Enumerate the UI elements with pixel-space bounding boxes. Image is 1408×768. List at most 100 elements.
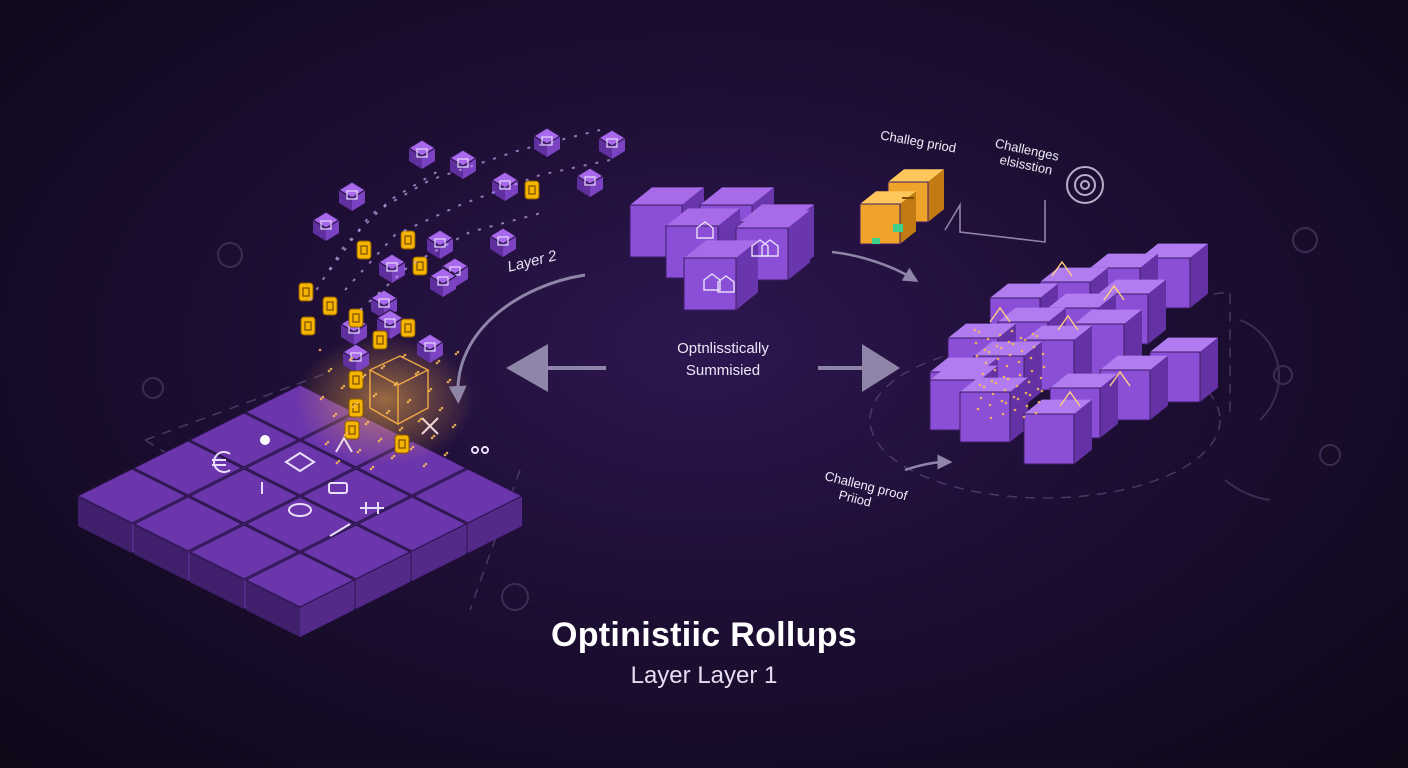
cube-glyph-icon [1051, 260, 1073, 277]
spark [356, 450, 360, 454]
cube-glyph-icon [1109, 370, 1131, 387]
transaction-cube [377, 253, 407, 283]
transaction-cube [575, 167, 605, 197]
spark [398, 428, 402, 432]
spark [986, 337, 990, 341]
spark [406, 400, 410, 404]
box-indicator [872, 238, 880, 244]
spark [1039, 376, 1043, 380]
spark [984, 361, 988, 365]
spark [1040, 389, 1044, 393]
spark [335, 461, 339, 465]
center-label: Optnlisstically Summisied [648, 338, 798, 382]
spark [974, 341, 978, 345]
page-subtitle: Layer Layer 1 [630, 662, 778, 689]
spark [998, 333, 1002, 337]
page-title: Optinistiic Rollups [550, 616, 858, 654]
spark [977, 330, 981, 334]
spark [453, 423, 457, 427]
spark [454, 352, 458, 356]
token-icon [356, 240, 372, 260]
challenge-connector [944, 200, 1046, 243]
spark [988, 403, 992, 407]
transaction-cube [448, 149, 478, 179]
cube-glyph-icon [1059, 390, 1081, 407]
cube-glyph-icon [751, 239, 769, 257]
spark [429, 387, 433, 391]
spark [1032, 345, 1036, 349]
spark [1027, 380, 1031, 384]
spark [419, 417, 423, 421]
spark [448, 378, 452, 382]
spark [438, 408, 442, 412]
token-icon [300, 316, 316, 336]
spark [1041, 352, 1045, 356]
spark [435, 361, 439, 365]
layer1-cube [1023, 399, 1092, 465]
spark [1042, 365, 1046, 369]
cube-glyph-icon [1057, 314, 1079, 331]
spark [364, 422, 368, 426]
cube-glyph-icon [350, 352, 362, 362]
curved-arrow-to-challenge [831, 250, 919, 282]
token-icon [372, 330, 388, 350]
cube-glyph-icon [703, 273, 721, 291]
spark [327, 369, 331, 373]
spark [334, 412, 338, 416]
spark [345, 431, 349, 435]
spark [430, 436, 434, 440]
spark [1006, 377, 1010, 381]
decorative-rings [142, 227, 1341, 611]
spark [1034, 411, 1038, 415]
spark [361, 375, 365, 379]
cube-glyph-icon [989, 306, 1011, 323]
spark [343, 433, 347, 437]
cube-glyph-icon [606, 138, 618, 148]
spark [1010, 329, 1014, 333]
spark [403, 353, 407, 357]
cube-glyph-icon [457, 158, 469, 168]
spark [1013, 408, 1017, 412]
spark [993, 368, 997, 372]
token-icon [524, 180, 540, 200]
transaction-cube [407, 139, 437, 169]
data-trail [309, 169, 441, 301]
spark [387, 409, 391, 413]
target-icon [1066, 166, 1104, 204]
token-icon [348, 308, 364, 328]
spark [390, 456, 394, 460]
spark [437, 359, 441, 363]
spark [1016, 397, 1020, 401]
data-trail [344, 159, 611, 291]
spark [355, 401, 359, 405]
spark [1002, 375, 1006, 379]
spark [1035, 334, 1039, 338]
transaction-cube [375, 309, 405, 339]
transaction-cube [488, 227, 518, 257]
tile-glyph-icon [284, 451, 316, 473]
token-icon [298, 282, 314, 302]
tile-glyph-icon [329, 523, 351, 537]
spark [379, 437, 383, 441]
spark [999, 346, 1003, 350]
token-icon [344, 420, 360, 440]
spark [1029, 356, 1033, 360]
spark [318, 348, 322, 352]
spark [446, 380, 450, 384]
tile-glyph-icon [260, 435, 270, 445]
cube-glyph-icon [696, 221, 714, 239]
spark [1012, 395, 1016, 399]
spark [456, 350, 460, 354]
layer1-cube [959, 377, 1028, 443]
spark [348, 358, 352, 362]
cube-glyph-icon [761, 239, 779, 257]
spark [981, 372, 985, 376]
curved-arrow-bottom [904, 454, 953, 472]
spark [372, 394, 376, 398]
spark [371, 465, 375, 469]
spark [973, 328, 977, 332]
spark [377, 439, 381, 443]
spark [1028, 393, 1032, 397]
center-label-line2: Summisied [685, 362, 761, 379]
